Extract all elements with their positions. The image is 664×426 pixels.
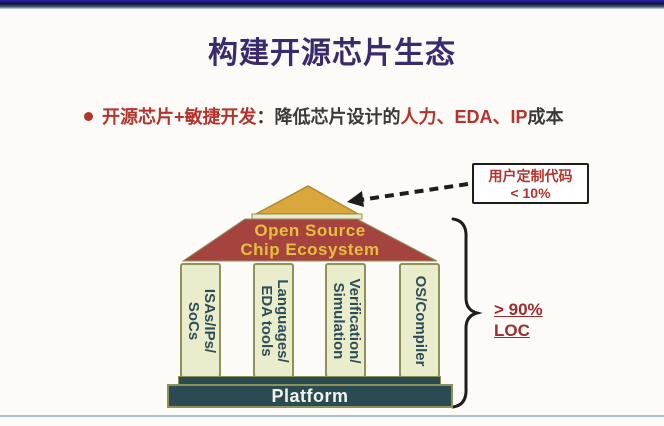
pillar-verification-simulation: Verification/ Simulation [325, 263, 366, 378]
pillar-label: OS/Compiler [411, 275, 429, 366]
bullet-tail-text: 成本 [527, 107, 564, 127]
pillar-languages-eda-tools: Languages/ EDA tools [253, 263, 294, 378]
right-brace-shape [451, 217, 483, 409]
pillar-label-line: ISAs/IPs/ [200, 288, 218, 353]
roof-trapezoid-shape [181, 218, 438, 262]
pillar-label: Verification/ Simulation [329, 277, 363, 364]
roof-title-line2: Chip Ecosystem [240, 240, 380, 259]
pediment-triangle-shape [255, 185, 361, 215]
pillar-label: ISAs/IPs/ SoCs [184, 288, 218, 353]
bullet-icon [84, 112, 93, 121]
bullet-emphasis-eda: EDA、 [454, 107, 511, 127]
bullet-row: 开源芯片+敏捷开发：降低芯片设计的人力、EDA、IP成本 [84, 105, 624, 130]
platform-base: Platform [167, 384, 453, 408]
loc-note-line1: > 90% [494, 300, 543, 319]
pillar-label-line: OS/Compiler [411, 275, 429, 366]
roof-title-line1: Open Source [254, 221, 366, 240]
slide-title: 构建开源芯片生态 [208, 37, 456, 70]
loc-note-line2: LOC [494, 321, 530, 340]
bullet-emphasis-labor: 人力、 [400, 107, 455, 127]
user-custom-code-callout: 用户定制代码 < 10% [472, 163, 589, 204]
bullet-lead-text: 开源芯片+敏捷开发 [102, 107, 257, 127]
roof-title: Open Source Chip Ecosystem [210, 221, 410, 259]
bullet-mid-text: 降低芯片设计的 [274, 107, 401, 127]
bullet-colon: ： [256, 107, 275, 127]
pillar-label-line: SoCs [184, 301, 202, 340]
pillar-label: Languages/ EDA tools [257, 278, 291, 363]
top-border-bar [0, 0, 664, 9]
cornice-strip-shape [251, 213, 363, 220]
pillar-os-compiler: OS/Compiler [399, 263, 440, 378]
pillar-label-line: EDA tools [257, 284, 275, 357]
loc-percentage-note: > 90% LOC [494, 299, 543, 341]
callout-line1: 用户定制代码 [488, 168, 573, 184]
pillar-label-line: Verification/ [345, 277, 363, 364]
bullet-emphasis-ip: IP [510, 107, 528, 127]
bottom-border-line [0, 415, 664, 417]
pillar-label-line: Simulation [329, 282, 347, 359]
pillar-label-line: Languages/ [273, 278, 291, 363]
pillar-isas-ips-socs: ISAs/IPs/ SoCs [180, 263, 221, 378]
dashed-arrow-line [359, 182, 469, 202]
dashed-arrow-head [347, 191, 364, 207]
callout-line2: < 10% [510, 185, 551, 201]
